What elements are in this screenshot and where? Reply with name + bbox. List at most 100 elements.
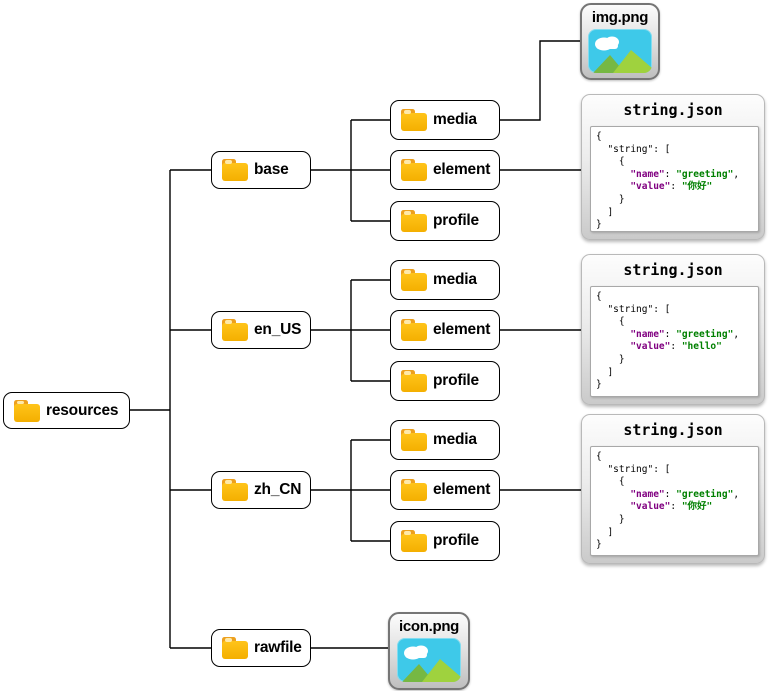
folder-node-base: base	[211, 151, 311, 189]
json-key: "value"	[630, 181, 671, 193]
folder-node-rawfile: rawfile	[211, 629, 311, 667]
folder-tab-highlight	[403, 110, 411, 114]
json-panel-base: string.json { "string": [ { "name": "gre…	[581, 94, 765, 240]
folder-label: profile	[433, 212, 479, 229]
folder-icon	[14, 399, 40, 422]
file-card-icon-png: icon.png	[388, 612, 470, 690]
code-text	[596, 501, 630, 512]
folder-label: media	[433, 111, 477, 128]
code-text	[596, 329, 630, 340]
json-panel-zh-cn: string.json { "string": [ { "name": "gre…	[581, 414, 765, 564]
code-text: "string": [	[596, 303, 671, 315]
folder-tab-highlight	[403, 531, 411, 535]
code-text: }	[596, 513, 625, 525]
file-card-img-png: img.png	[580, 3, 660, 80]
folder-icon	[401, 429, 427, 451]
folder-icon	[222, 159, 248, 181]
code-text: ,	[733, 488, 740, 500]
folder-label: profile	[433, 532, 479, 549]
code-text: }	[596, 193, 625, 205]
code-text: {	[596, 476, 625, 488]
json-key: "value"	[630, 501, 671, 513]
code-text: {	[596, 291, 602, 302]
code-text: :	[664, 488, 677, 500]
code-text: }	[596, 379, 602, 391]
folder-tab-highlight	[403, 270, 411, 274]
file-title: icon.png	[398, 618, 460, 635]
folder-icon	[401, 370, 427, 392]
code-text: :	[670, 181, 682, 193]
folder-icon	[401, 109, 427, 131]
folder-label: rawfile	[254, 639, 302, 656]
folder-label: media	[433, 271, 477, 288]
folder-node-en-us: en_US	[211, 311, 311, 349]
folder-icon	[401, 319, 427, 341]
json-key: "name"	[630, 168, 665, 180]
folder-icon	[222, 319, 248, 341]
file-title: img.png	[591, 9, 649, 26]
code-text: {	[596, 316, 625, 328]
folder-tab-highlight	[224, 160, 232, 164]
folder-tab-highlight	[224, 320, 232, 324]
code-text: :	[664, 328, 677, 340]
code-text: }	[596, 539, 602, 551]
folder-node-zh-cn-profile: profile	[390, 521, 500, 561]
folder-node-zh-cn-media: media	[390, 420, 500, 460]
folder-icon	[222, 637, 248, 659]
folder-icon	[401, 210, 427, 232]
folder-node-zh-cn: zh_CN	[211, 471, 311, 509]
folder-icon	[401, 159, 427, 181]
json-value: "你好"	[681, 501, 713, 513]
folder-icon	[401, 269, 427, 291]
folder-label: media	[433, 431, 477, 448]
json-key: "name"	[630, 488, 665, 500]
code-text: {	[596, 451, 602, 462]
code-text: "string": [	[596, 463, 671, 475]
folder-node-en-us-media: media	[390, 260, 500, 300]
code-text: ]	[596, 206, 614, 218]
json-code-block: { "string": [ { "name": "greeting", "val…	[590, 446, 759, 556]
folder-label: profile	[433, 372, 479, 389]
code-text: }	[596, 219, 602, 231]
code-text: :	[670, 341, 682, 353]
json-key: "value"	[630, 341, 671, 353]
json-key: "name"	[630, 328, 665, 340]
code-text: {	[596, 131, 602, 142]
folder-tab-highlight	[224, 638, 232, 642]
folder-label: element	[433, 321, 491, 338]
folder-label: resources	[46, 401, 119, 419]
folder-tab-highlight	[403, 430, 411, 434]
folder-label: base	[254, 161, 289, 178]
folder-label: en_US	[254, 321, 302, 338]
code-text: ]	[596, 366, 614, 378]
json-value: "greeting"	[676, 168, 734, 180]
code-text	[596, 341, 630, 352]
code-text	[596, 489, 630, 500]
folder-tab-highlight	[224, 480, 232, 484]
folder-icon	[401, 479, 427, 501]
code-text	[596, 181, 630, 192]
json-value: "greeting"	[676, 488, 734, 500]
folder-node-resources: resources	[3, 392, 130, 429]
json-panel-title: string.json	[623, 261, 723, 279]
code-text: ,	[733, 168, 740, 180]
folder-tab-highlight	[16, 400, 24, 404]
folder-tab-highlight	[403, 160, 411, 164]
json-code-block: { "string": [ { "name": "greeting", "val…	[590, 286, 759, 397]
folder-tab-highlight	[403, 211, 411, 215]
json-panel-en-us: string.json { "string": [ { "name": "gre…	[581, 254, 765, 405]
json-panel-title: string.json	[623, 101, 723, 119]
image-icon	[588, 29, 652, 73]
json-value: "greeting"	[676, 328, 734, 340]
code-text: "string": [	[596, 143, 671, 155]
folder-node-en-us-profile: profile	[390, 361, 500, 401]
json-value: "你好"	[681, 181, 713, 193]
folder-label: element	[433, 481, 491, 498]
folder-node-en-us-element: element	[390, 310, 500, 350]
code-text: }	[596, 353, 625, 365]
folder-node-base-profile: profile	[390, 201, 500, 241]
json-value: "hello"	[681, 341, 722, 353]
image-icon	[397, 638, 461, 682]
json-panel-title: string.json	[623, 421, 723, 439]
